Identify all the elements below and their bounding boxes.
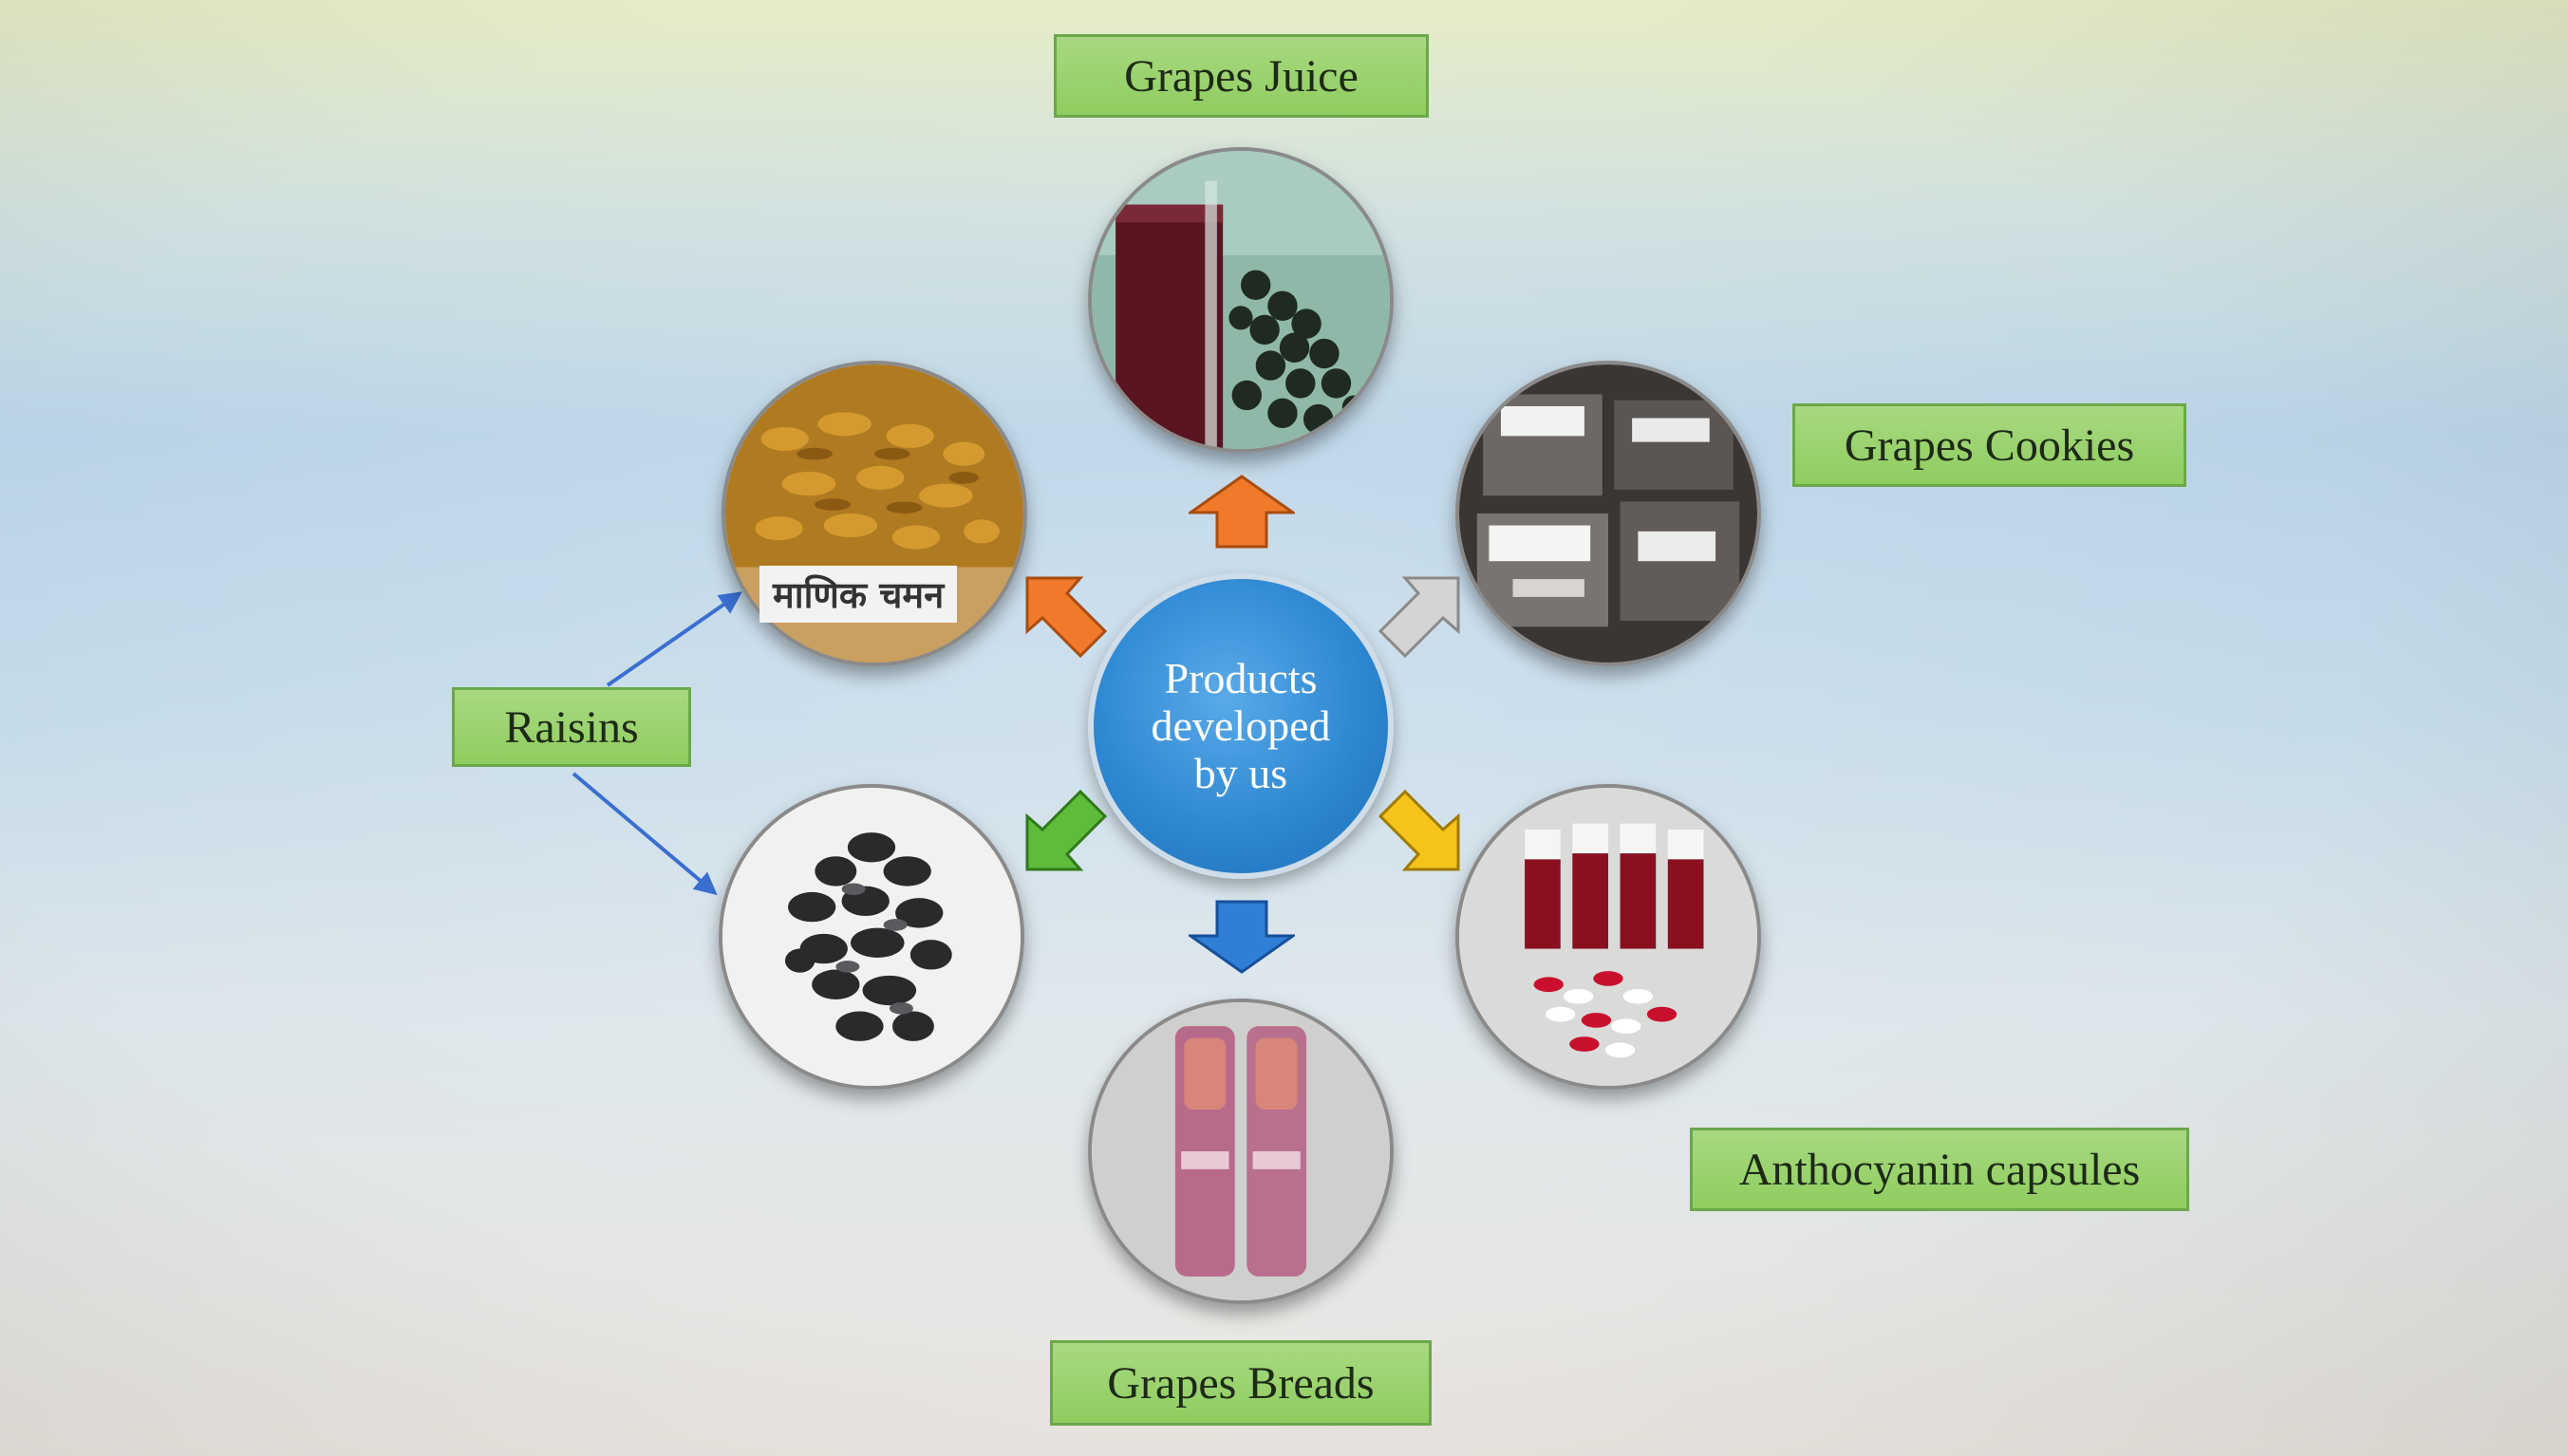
arrow-up-left-icon	[1025, 576, 1108, 659]
photo-anthocyanin-capsules	[1455, 784, 1761, 1090]
photo-grapes-juice	[1088, 147, 1394, 453]
label-grapes-breads: Grapes Breads	[1050, 1340, 1432, 1426]
label-anthocyanin-capsules: Anthocyanin capsules	[1690, 1128, 2189, 1211]
center-line-2: developed	[1151, 701, 1331, 750]
connector-raisins-golden	[606, 591, 742, 687]
connector-raisins-black	[572, 772, 718, 896]
arrow-down-right-icon	[1378, 789, 1460, 871]
center-line-1: Products	[1164, 654, 1318, 702]
photo-black-raisins	[719, 784, 1024, 1090]
photo-grapes-breads	[1088, 999, 1394, 1304]
arrow-up-icon	[1189, 475, 1295, 549]
arrow-up-right-icon	[1378, 576, 1460, 659]
center-products-circle: Products developed by us	[1088, 573, 1394, 879]
label-grapes-juice: Grapes Juice	[1054, 34, 1429, 118]
arrow-down-left-icon	[1025, 789, 1108, 871]
center-line-3: by us	[1193, 749, 1288, 797]
raisin-package-text: माणिक चमन	[759, 566, 958, 623]
label-raisins: Raisins	[452, 687, 691, 767]
arrow-down-icon	[1189, 900, 1295, 974]
label-grapes-cookies: Grapes Cookies	[1792, 403, 2186, 487]
photo-grapes-cookies	[1455, 361, 1761, 666]
